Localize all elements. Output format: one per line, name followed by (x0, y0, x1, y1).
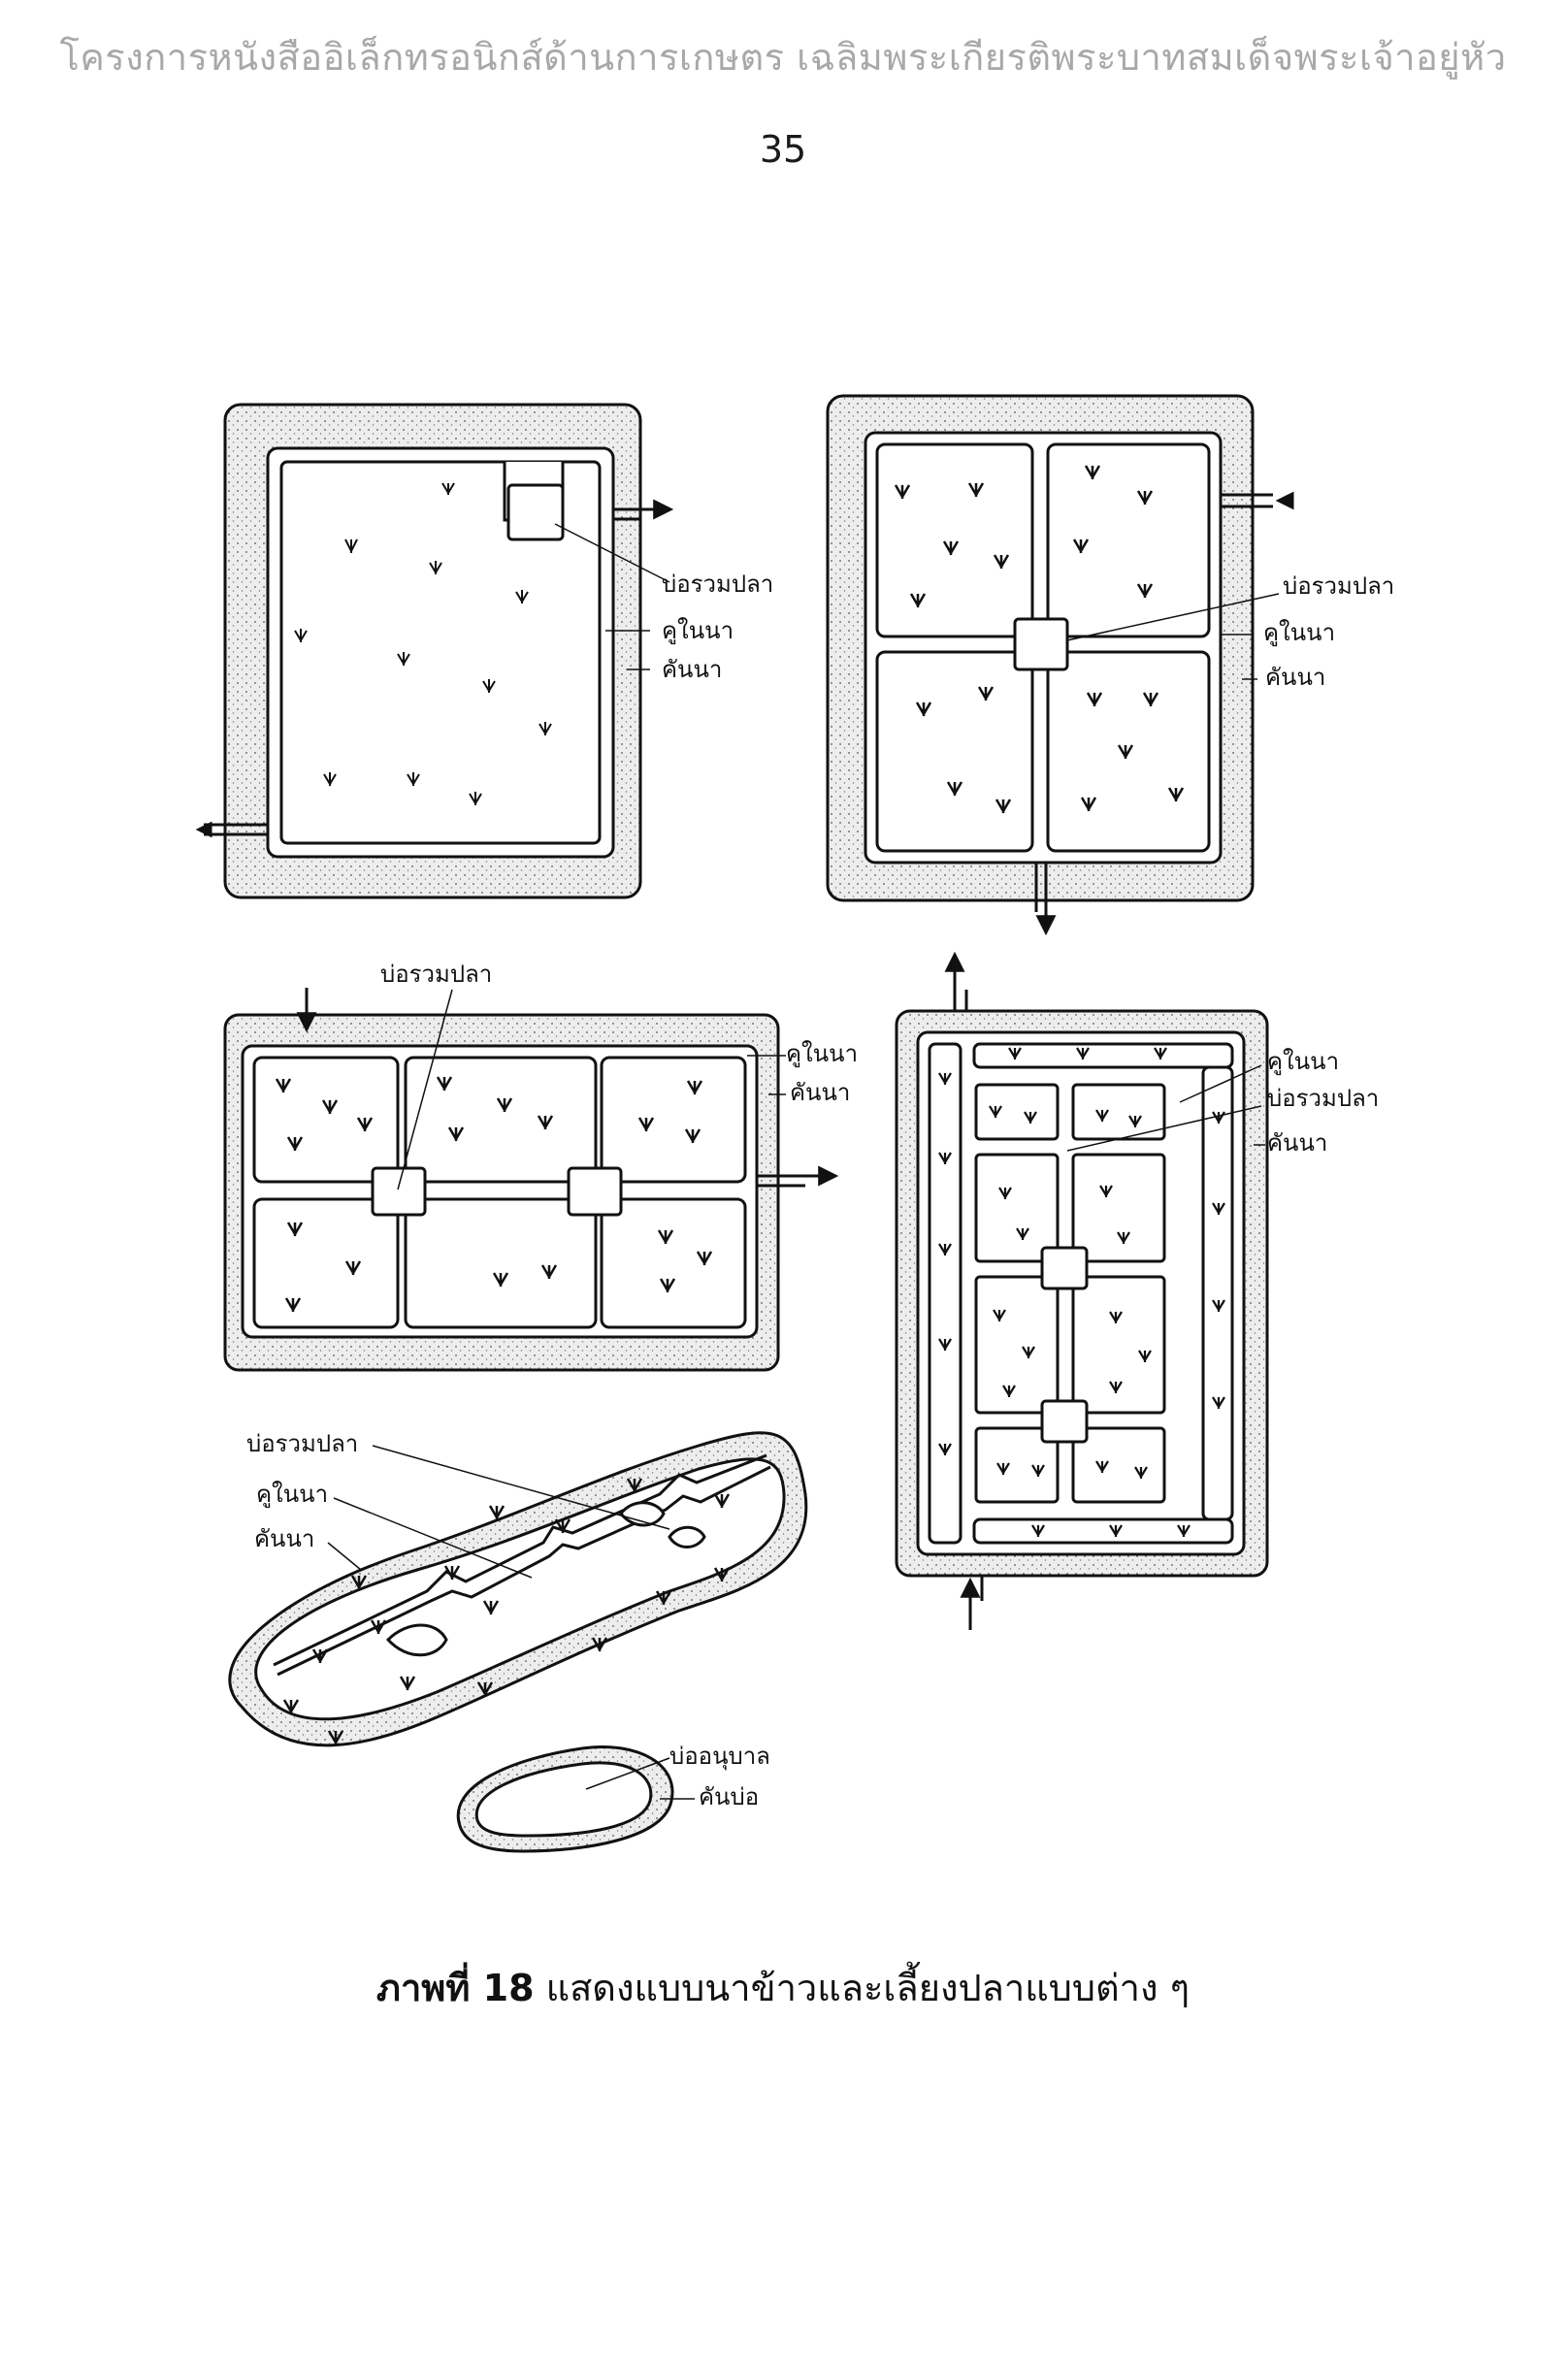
label-field-dike-3: คันนา (790, 1079, 850, 1106)
diagram-5-callouts: บ่อรวมปลา คูในนา คันนา (246, 1430, 670, 1579)
diagram-six-plots (223, 988, 839, 1372)
diagram-2-plants (894, 465, 1185, 814)
label-field-ditch-2: คูในนา (1263, 619, 1335, 647)
diagram-4-plants (938, 1047, 1225, 1538)
diagram-3-callouts: บ่อรวมปลา คูในนา คันนา (380, 961, 858, 1190)
caption-text: แสดงแบบนาข้าวและเลี้ยงปลาแบบต่าง ๆ (545, 1967, 1191, 2009)
caption-prefix: ภาพที่ 18 (375, 1967, 535, 2009)
label-field-dike-4: คันนา (1267, 1129, 1327, 1157)
diagram-3-plants (275, 1076, 713, 1313)
diagram-1-callouts: บ่อรวมปลา คูในนา คันนา (554, 523, 773, 683)
diagram-5-plants (282, 1478, 731, 1745)
label-field-dike-1: คันนา (662, 656, 722, 683)
figure-caption: ภาพที่ 18 แสดงแบบนาข้าวและเลี้ยงปลาแบบต่… (0, 1958, 1566, 2017)
label-field-ditch-5: คูในนา (256, 1481, 328, 1509)
diagram-4-callouts: คูในนา บ่อรวมปลา คันนา (1066, 1048, 1379, 1157)
label-fish-pond-5: บ่อรวมปลา (246, 1430, 358, 1457)
page-number: 35 (759, 128, 807, 171)
diagram-2-callouts: บ่อรวมปลา คูในนา คันนา (1066, 572, 1394, 691)
label-nursery-pond: บ่ออนุบาล (669, 1743, 770, 1771)
nursery-pond (456, 1745, 674, 1853)
label-pond-dike: คันบ่อ (699, 1783, 759, 1810)
label-field-ditch-3: คูในนา (786, 1040, 858, 1068)
label-fish-pond-2: บ่อรวมปลา (1283, 572, 1394, 600)
label-field-ditch-1: คูในนา (662, 617, 734, 645)
label-fish-pond-3: บ่อรวมปลา (380, 961, 492, 988)
label-field-dike-2: คันนา (1265, 664, 1325, 691)
diagram-four-plots (826, 394, 1294, 936)
label-field-ditch-4: คูในนา (1267, 1048, 1339, 1076)
diagram-single-field (195, 403, 674, 899)
label-fish-pond-4: บ่อรวมปลา (1267, 1085, 1379, 1112)
page-header: โครงการหนังสืออิเล็กทรอนิกส์ด้านการเกษตร… (59, 36, 1507, 79)
nursery-pond-callouts: บ่ออนุบาล คันบ่อ (585, 1743, 770, 1810)
label-fish-pond-1: บ่อรวมปลา (662, 571, 773, 598)
diagram-1-plants (294, 482, 552, 805)
label-field-dike-5: คันนา (254, 1525, 314, 1552)
diagram-eight-plots (895, 951, 1269, 1630)
